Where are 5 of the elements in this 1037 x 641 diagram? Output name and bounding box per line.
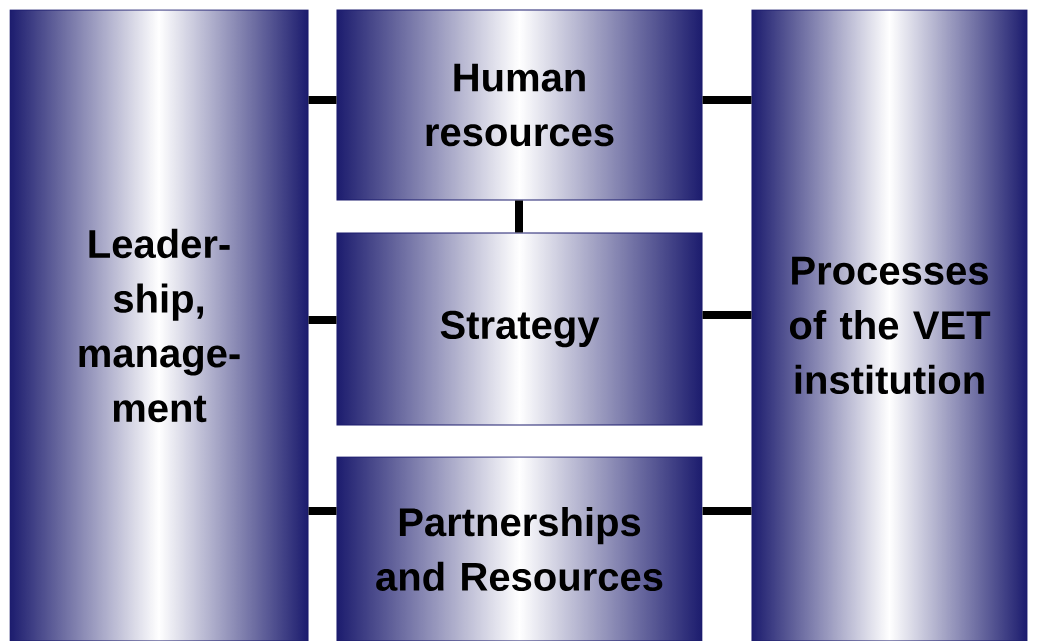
process-box: Strategy [336, 232, 703, 426]
process-box: Leader-ship, manage-ment [9, 9, 309, 641]
process-box: Human resources [336, 9, 703, 201]
process-box: Partnerships and Resources [336, 456, 703, 641]
process-box: Processes of the VET institution [751, 9, 1028, 641]
